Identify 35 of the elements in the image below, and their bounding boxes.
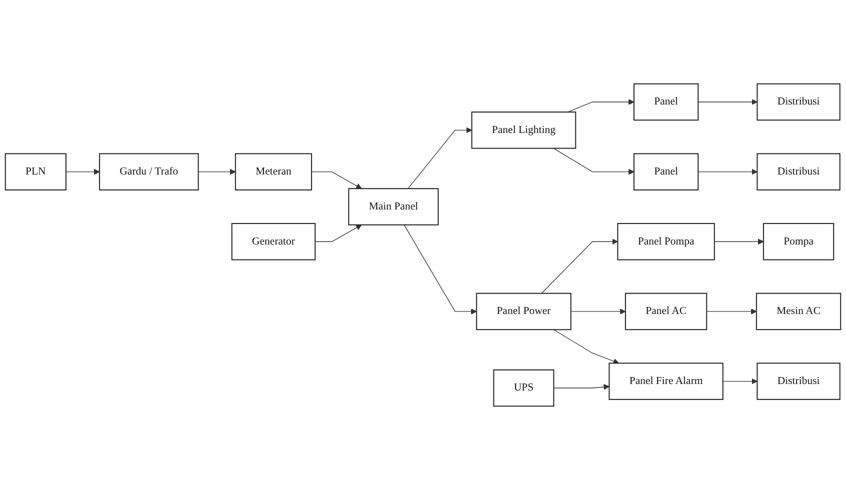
- node-box: Generator: [231, 223, 316, 260]
- arrow: [568, 99, 634, 112]
- arrow: [698, 99, 758, 105]
- node-box: Gardu / Trafo: [99, 153, 199, 190]
- node-box: Pompa: [762, 223, 834, 260]
- node-box: Distribusi: [756, 153, 840, 190]
- node-box: Mesin AC: [756, 292, 842, 330]
- arrow: [541, 238, 618, 294]
- node-box: Meteran: [234, 153, 312, 190]
- arrow: [404, 224, 477, 314]
- arrow: [66, 168, 100, 175]
- arrow: [570, 308, 626, 314]
- node-box: Panel AC: [624, 292, 708, 330]
- node-box: Distribusi: [756, 83, 840, 121]
- node-box: Panel Pompa: [617, 223, 715, 260]
- node-box: Panel Lighting: [471, 112, 576, 149]
- node-box: Main Panel: [348, 188, 439, 226]
- node-box: Panel: [633, 153, 699, 190]
- node-box: PLN: [4, 153, 66, 190]
- node-box: Distribusi: [756, 362, 840, 400]
- node-box: Panel Power: [476, 292, 572, 330]
- node-box: UPS: [493, 369, 554, 407]
- arrow: [314, 224, 362, 242]
- arrow: [553, 148, 634, 175]
- arrow: [553, 329, 619, 364]
- arrow: [311, 171, 362, 189]
- node-box: Panel Fire Alarm: [608, 362, 724, 400]
- arrow: [198, 168, 236, 175]
- node-box: Panel: [633, 83, 699, 121]
- arrow: [408, 127, 472, 189]
- arrow: [553, 384, 610, 390]
- arrow: [698, 168, 758, 175]
- arrow: [706, 308, 757, 314]
- arrow: [714, 238, 764, 245]
- arrow: [722, 378, 758, 384]
